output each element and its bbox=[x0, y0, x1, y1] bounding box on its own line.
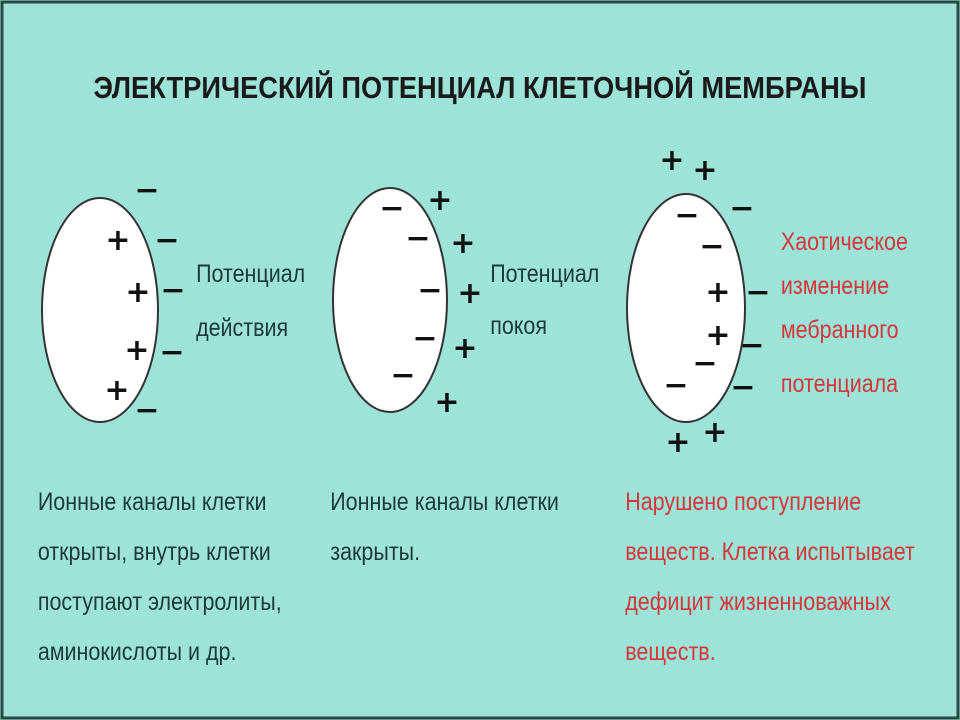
desc-chaotic-3: дефицит жизненноважных bbox=[625, 587, 891, 615]
minus-charge-sign: − bbox=[154, 223, 179, 258]
plus-charge-sign: + bbox=[104, 373, 129, 408]
plus-charge-sign: + bbox=[427, 183, 452, 218]
desc-chaotic-2: веществ. Клетка испытывает bbox=[625, 537, 915, 565]
minus-charge-sign: − bbox=[412, 321, 437, 356]
label-chaotic-3: мебранного bbox=[781, 315, 899, 343]
desc-rest-1: Ионные каналы клетки bbox=[330, 487, 559, 515]
label-rest-2: покоя bbox=[490, 311, 547, 339]
minus-charge-sign: − bbox=[134, 393, 159, 428]
minus-charge-sign: − bbox=[674, 198, 699, 233]
desc-action-3: поступают электролиты, bbox=[38, 587, 282, 615]
desc-chaotic-4: веществ. bbox=[625, 637, 715, 665]
minus-charge-sign: − bbox=[417, 273, 442, 308]
label-action-2: действия bbox=[196, 313, 288, 341]
minus-charge-sign: − bbox=[405, 221, 430, 256]
plus-charge-sign: + bbox=[125, 275, 150, 310]
minus-charge-sign: − bbox=[160, 273, 185, 308]
minus-charge-sign: − bbox=[745, 275, 770, 310]
plus-charge-sign: + bbox=[705, 318, 730, 353]
label-rest-1: Потенциал bbox=[490, 259, 599, 287]
label-chaotic-2: изменение bbox=[781, 271, 889, 299]
plus-charge-sign: + bbox=[450, 226, 475, 261]
diagram-title: ЭЛЕКТРИЧЕСКИЙ ПОТЕНЦИАЛ КЛЕТОЧНОЙ МЕМБРА… bbox=[93, 69, 866, 105]
cell-chaotic-potential bbox=[626, 193, 746, 423]
cell-action-potential bbox=[41, 197, 159, 423]
desc-chaotic-1: Нарушено поступление bbox=[625, 487, 861, 515]
minus-charge-sign: − bbox=[159, 335, 184, 370]
desc-rest-2: закрыты. bbox=[330, 537, 420, 565]
minus-charge-sign: − bbox=[730, 370, 755, 405]
minus-charge-sign: − bbox=[692, 346, 717, 381]
plus-charge-sign: + bbox=[659, 143, 684, 178]
plus-charge-sign: + bbox=[105, 223, 130, 258]
plus-charge-sign: + bbox=[665, 425, 690, 460]
plus-charge-sign: + bbox=[124, 333, 149, 368]
minus-charge-sign: − bbox=[134, 173, 159, 208]
plus-charge-sign: + bbox=[692, 153, 717, 188]
plus-charge-sign: + bbox=[434, 385, 459, 420]
label-chaotic-1: Хаотическое bbox=[781, 227, 908, 255]
cell-resting-potential bbox=[332, 187, 448, 413]
minus-charge-sign: − bbox=[699, 229, 724, 264]
label-chaotic-4: потенциала bbox=[781, 369, 898, 397]
minus-charge-sign: − bbox=[390, 358, 415, 393]
plus-charge-sign: + bbox=[452, 331, 477, 366]
minus-charge-sign: − bbox=[379, 191, 404, 226]
desc-action-4: аминокислоты и др. bbox=[38, 637, 237, 665]
plus-charge-sign: + bbox=[705, 275, 730, 310]
desc-action-2: открыты, внутрь клетки bbox=[38, 537, 271, 565]
label-action-1: Потенциал bbox=[196, 259, 305, 287]
plus-charge-sign: + bbox=[457, 276, 482, 311]
plus-charge-sign: + bbox=[702, 415, 727, 450]
minus-charge-sign: − bbox=[739, 328, 764, 363]
charge-signs: ++++−−−−−−−−−−+++++−−++−−++−−−−++ bbox=[104, 143, 770, 460]
minus-charge-sign: − bbox=[729, 191, 754, 226]
minus-charge-sign: − bbox=[663, 368, 688, 403]
desc-action-1: Ионные каналы клетки bbox=[38, 487, 267, 515]
